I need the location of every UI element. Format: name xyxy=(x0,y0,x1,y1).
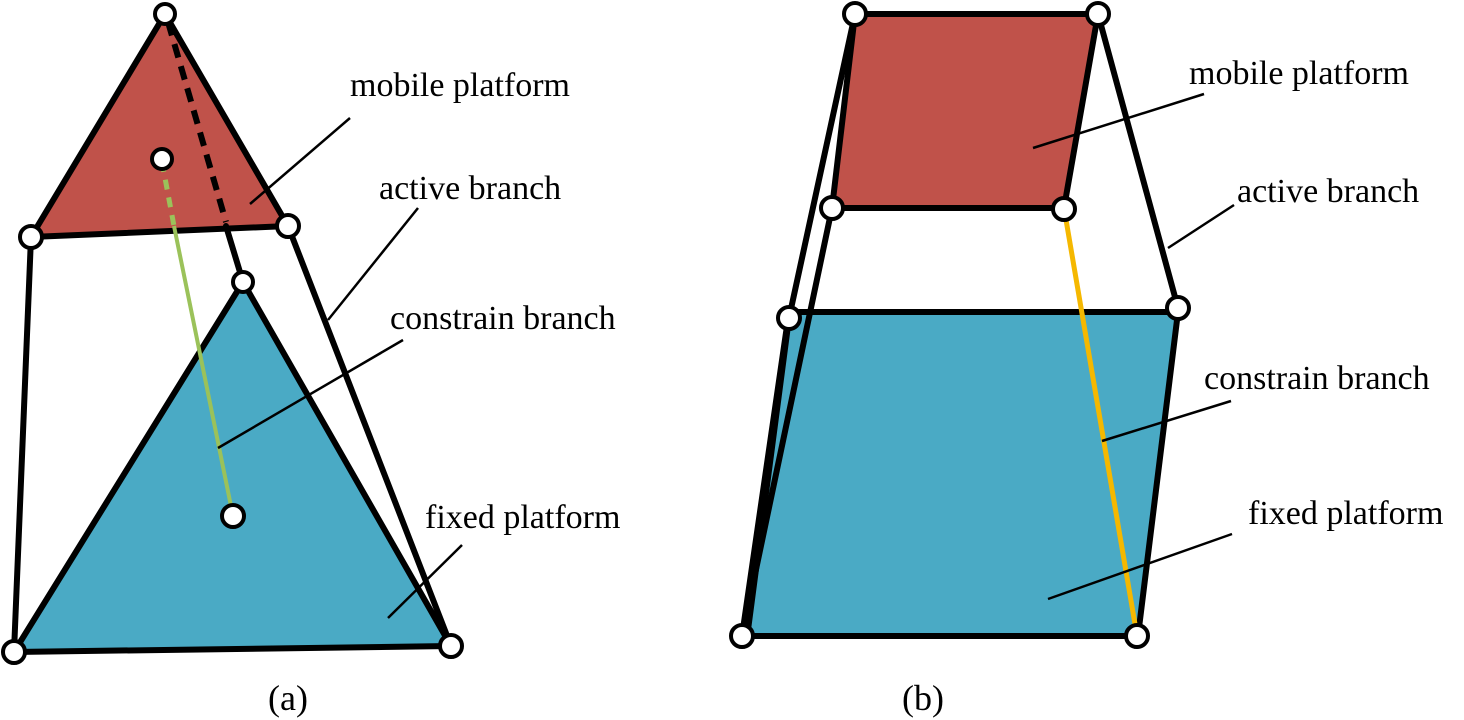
label-active-branch-b: active branch xyxy=(1237,173,1419,210)
label-constrain-branch-a: constrain branch xyxy=(390,300,616,337)
joint-b-fixed-br xyxy=(1124,623,1150,649)
joint-a-fixed-back xyxy=(231,270,255,294)
leader-constrain-a xyxy=(217,338,404,450)
constrain-branch-a-dashed xyxy=(159,161,177,227)
label-mobile-platform-a: mobile platform xyxy=(350,67,570,104)
leader-fixed-a xyxy=(387,544,463,619)
joint-b-fixed-tr xyxy=(1165,295,1191,321)
joint-b-fixed-bl xyxy=(729,623,755,649)
active-branch-b-outer-left xyxy=(786,11,858,321)
active-branch-b-outer-left-lower xyxy=(745,315,792,633)
diagram-b: mobile platform active branch constrain … xyxy=(729,1,1443,718)
joint-b-mobile-br xyxy=(1051,196,1077,222)
leader-mobile-b xyxy=(1032,92,1205,150)
joint-a-mobile-right xyxy=(275,213,301,239)
active-branch-a-left xyxy=(11,234,34,655)
caption-a: (a) xyxy=(268,678,308,718)
joint-b-fixed-tl xyxy=(776,305,802,331)
joint-a-fixed-left xyxy=(1,639,27,665)
joint-a-mobile-center xyxy=(150,147,174,171)
joint-a-fixed-right xyxy=(438,633,464,659)
label-constrain-branch-b: constrain branch xyxy=(1204,360,1430,397)
leader-fixed-b xyxy=(1047,532,1233,601)
joint-a-mobile-left xyxy=(18,224,44,250)
constrain-branch-b xyxy=(1061,207,1139,631)
diagram-a: mobile platform active branch constrain … xyxy=(1,2,620,718)
caption-b: (b) xyxy=(902,678,944,718)
joint-b-mobile-tl xyxy=(842,1,868,27)
label-active-branch-a: active branch xyxy=(379,170,561,207)
leader-active-b xyxy=(1167,203,1235,250)
mobile-platform-b xyxy=(829,11,1101,211)
leader-constrain-b xyxy=(1101,399,1232,443)
joint-a-fixed-center xyxy=(220,503,246,529)
constrain-branch-a xyxy=(172,225,235,517)
leader-active-a xyxy=(327,207,419,321)
fixed-platform-a xyxy=(11,279,454,655)
label-fixed-platform-a: fixed platform xyxy=(425,499,620,536)
label-fixed-platform-b: fixed platform xyxy=(1248,495,1443,532)
active-branch-a-right xyxy=(285,223,454,649)
hidden-branch-a xyxy=(165,21,229,223)
joint-b-mobile-tr xyxy=(1085,1,1111,27)
mobile-platform-a xyxy=(28,11,291,240)
leader-mobile-a xyxy=(249,117,351,205)
joint-b-mobile-bl xyxy=(819,195,845,221)
fixed-platform-b xyxy=(739,309,1181,639)
joint-a-top xyxy=(153,2,177,26)
label-mobile-platform-b: mobile platform xyxy=(1189,55,1409,92)
active-branch-b-right xyxy=(1095,11,1181,311)
